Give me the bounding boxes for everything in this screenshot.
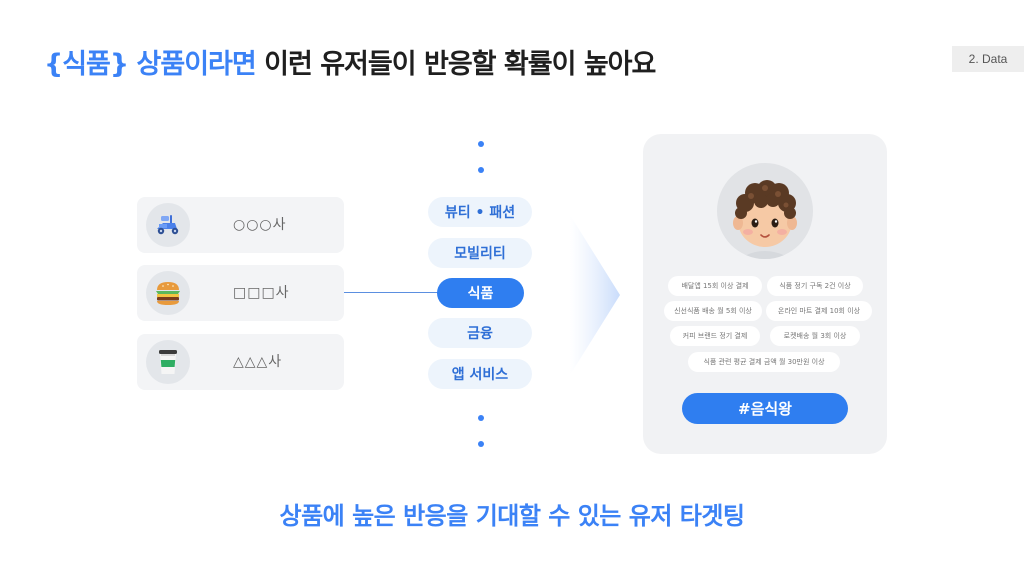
category-pill-food[interactable]: 식품 (437, 278, 524, 308)
ellipsis-dot (478, 415, 484, 421)
section-badge: 2. Data (952, 46, 1024, 72)
connector-line (344, 292, 440, 293)
category-pill-app-service[interactable]: 앱 서비스 (428, 359, 532, 389)
brand-name: △△△사 (233, 334, 282, 390)
interest-chip: 신선식품 배송 월 5회 이상 (664, 301, 762, 321)
brand-card-3: △△△사 (137, 334, 344, 390)
ellipsis-dot (478, 441, 484, 447)
scooter-icon (146, 203, 190, 247)
category-pill-beauty-fashion[interactable]: 뷰티 • 패션 (428, 197, 532, 227)
burger-icon (146, 271, 190, 315)
title-highlight: {식품} 상품이라면 (44, 49, 256, 80)
hashtag-button[interactable]: #음식왕 (682, 393, 848, 424)
page-title: {식품} 상품이라면 이런 유저들이 반응할 확률이 높아요 (44, 42, 655, 81)
interest-chip: 로켓배송 월 3회 이상 (770, 326, 860, 346)
category-pill-finance[interactable]: 금융 (428, 318, 532, 348)
bottom-caption: 상품에 높은 반응을 기대할 수 있는 유저 타겟팅 (0, 496, 1024, 531)
brand-name: ○○○사 (233, 197, 287, 253)
arrow-right-icon (570, 215, 622, 375)
brand-card-1: ○○○사 (137, 197, 344, 253)
ellipsis-dot (478, 167, 484, 173)
category-pill-mobility[interactable]: 모빌리티 (428, 238, 532, 268)
interest-chip: 식품 관련 평균 결제 금액 월 30만원 이상 (688, 352, 840, 372)
title-rest: 이런 유저들이 반응할 확률이 높아요 (264, 49, 655, 80)
interest-chip: 커피 브랜드 정기 결제 (670, 326, 760, 346)
coffee-cup-icon (146, 340, 190, 384)
interest-chip: 배달앱 15회 이상 결제 (668, 276, 762, 296)
brand-name: □□□사 (233, 265, 290, 321)
user-avatar-icon (717, 163, 813, 259)
ellipsis-dot (478, 141, 484, 147)
interest-chip: 온라인 마트 결제 10회 이상 (766, 301, 872, 321)
brand-card-2: □□□사 (137, 265, 344, 321)
interest-chip: 식품 정기 구독 2건 이상 (767, 276, 863, 296)
